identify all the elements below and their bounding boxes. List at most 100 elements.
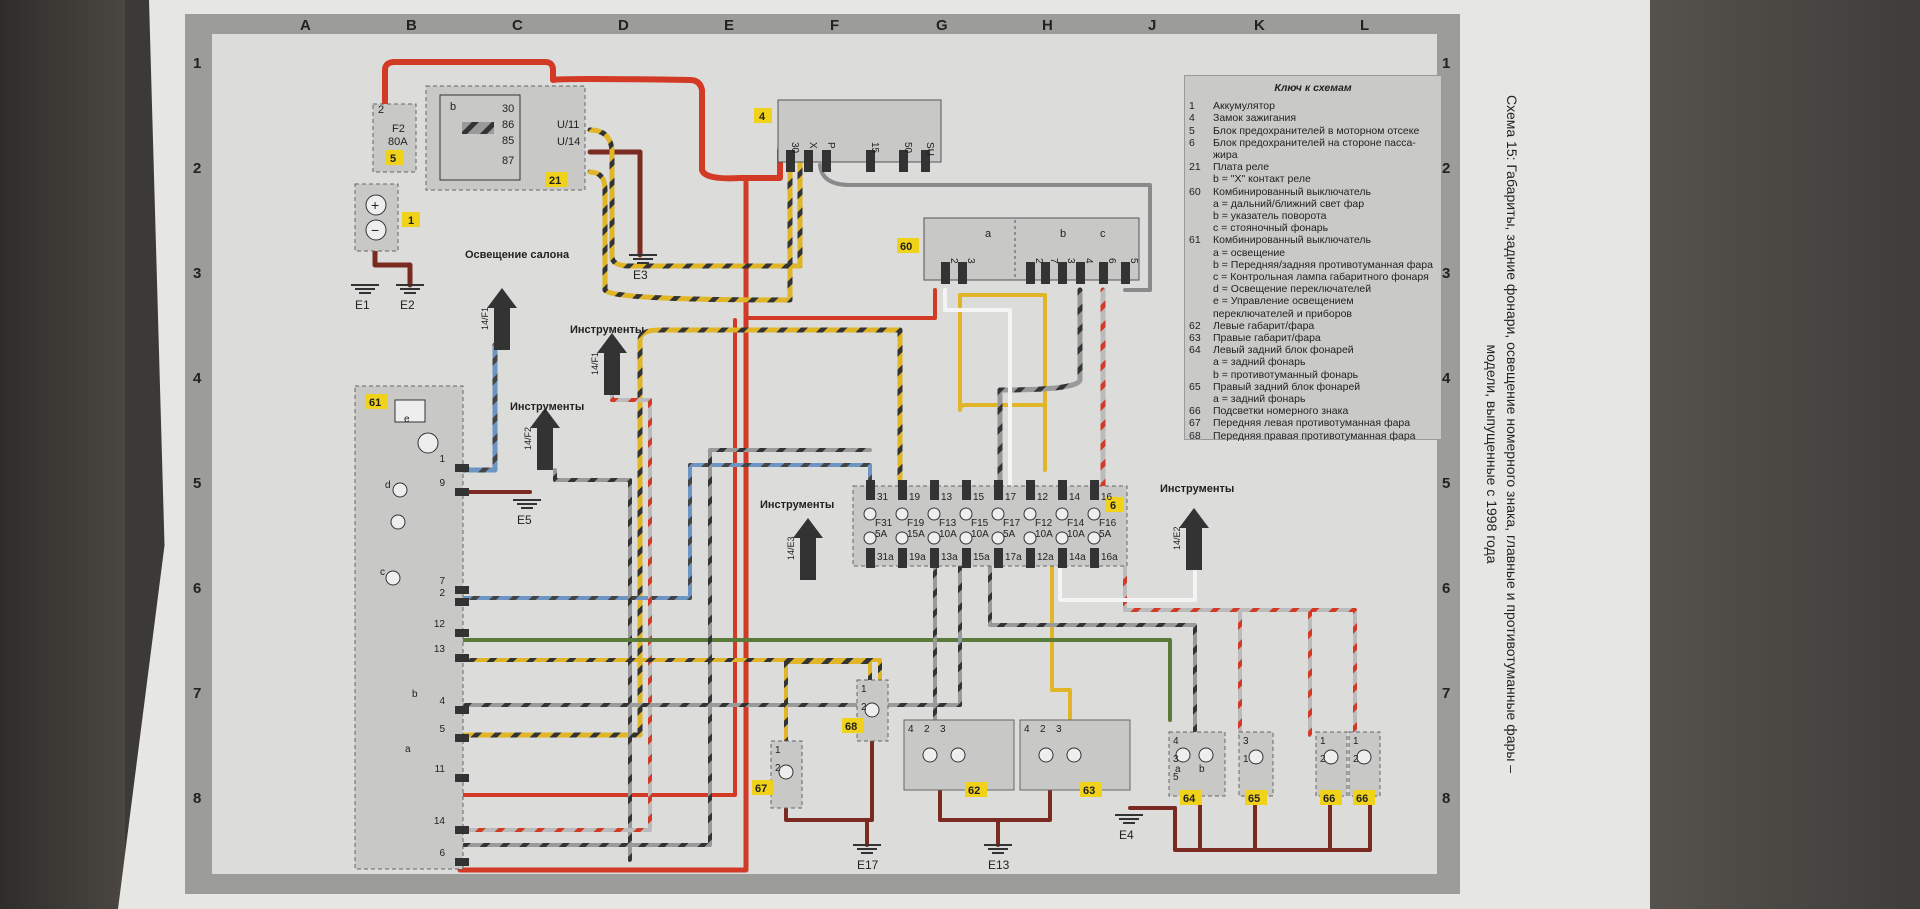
badge-label: 61 xyxy=(369,397,381,409)
badge xyxy=(1245,790,1267,805)
badge-label: 66 xyxy=(1356,793,1368,805)
fuse-name: F15 xyxy=(971,518,989,529)
legend-number: 67 xyxy=(1189,417,1201,430)
badge-label: 1 xyxy=(408,215,414,227)
pin-label: 3 xyxy=(965,258,976,264)
fuse-name: F16 xyxy=(1099,518,1117,529)
wire-brown-u14 xyxy=(587,149,643,258)
legend-text: b = указатель поворота xyxy=(1213,210,1327,223)
legend-number: 60 xyxy=(1189,185,1201,198)
grid-row-label: 7 xyxy=(1442,685,1450,702)
pin-label: 4 xyxy=(439,696,445,707)
contact-label: b xyxy=(1060,228,1066,240)
pin-label: 3 xyxy=(1065,258,1076,264)
pin-label: 3 xyxy=(1243,736,1249,747)
pin-label: 14 xyxy=(434,816,446,827)
badge-label: 5 xyxy=(390,153,396,165)
legend-text: Подсветки номерного знака xyxy=(1213,405,1349,418)
ground-e17: E17 xyxy=(853,844,881,872)
fuse-icon xyxy=(959,507,973,521)
pin-label: 2 xyxy=(439,588,445,599)
wire-brown-ground-rear xyxy=(1128,793,1372,852)
wire-yellow-black-2 xyxy=(587,167,793,303)
pin-label: 1 xyxy=(861,684,867,695)
wire-yellow-black-1 xyxy=(587,127,803,269)
bulb-icon xyxy=(1175,747,1191,763)
reference-code: 14/F2 xyxy=(523,427,533,450)
relay-board-21: b 30 86 85 87 U/11 U/14 21 xyxy=(425,85,586,191)
background-left xyxy=(0,0,125,909)
wire-red-main xyxy=(382,59,783,182)
pin-label: 85 xyxy=(502,135,514,147)
legend-text: c = Контрольная лампа габаритного фонаря xyxy=(1213,271,1429,284)
wire-blue-black-2 xyxy=(453,463,872,600)
pin-label: 2 xyxy=(1033,258,1044,264)
legend-item: b = противотуманный фонарь xyxy=(1189,369,1437,381)
legend-number: 66 xyxy=(1189,405,1201,418)
connector-pin xyxy=(1076,262,1085,284)
legend-text: Комбинированный выключатель xyxy=(1213,185,1371,198)
grid-column-label: L xyxy=(1360,17,1369,34)
battery-minus-icon xyxy=(365,219,387,241)
grid-column-label: H xyxy=(1042,17,1053,34)
fuse-terminal-label: 31a xyxy=(877,552,894,563)
connector-pin xyxy=(962,480,971,500)
title-line-1: Схема 15: Габариты, задние фонари, освещ… xyxy=(1504,95,1520,774)
connector-pin xyxy=(455,774,469,782)
badge xyxy=(754,108,772,123)
fuse-terminal-label: 13a xyxy=(941,552,958,563)
reference-label: Инструменты xyxy=(1160,483,1234,495)
bulb-icon xyxy=(1038,747,1054,763)
legend-text: a = дальний/ближний свет фар xyxy=(1213,197,1365,210)
grid-row-label: 8 xyxy=(193,790,201,807)
legend-text: b = Передняя/задняя противотуманная фара xyxy=(1213,258,1433,271)
fuse-rating: 10A xyxy=(939,529,957,540)
wire-red-61 xyxy=(453,318,737,797)
fuse-name: F14 xyxy=(1067,518,1085,529)
title-line-2: модели, выпущенные с 1998 года xyxy=(1484,344,1500,564)
reference-label: Инструменты xyxy=(760,499,834,511)
relay-coil-icon xyxy=(462,122,494,134)
wire-grey-black-rear xyxy=(988,564,1197,737)
badge xyxy=(1105,497,1123,512)
fuse-rating: 80A xyxy=(388,136,408,148)
fuse-terminal-label: 19a xyxy=(909,552,926,563)
pin-label: 2 xyxy=(1040,724,1046,735)
wire-red-grey-rear xyxy=(1123,564,1357,737)
badge-label: 65 xyxy=(1248,793,1260,805)
legend-item: 60 Комбинированный выключатель xyxy=(1189,186,1437,198)
ground-e3: E3 xyxy=(629,254,657,282)
wire-grey-black-f2 xyxy=(553,468,632,862)
grid-row-label: 5 xyxy=(1442,475,1450,492)
fuse-name: F13 xyxy=(939,518,957,529)
wire-red-feed xyxy=(457,175,749,873)
legend-item: b = "X" контакт реле xyxy=(1189,173,1437,185)
contact-label: b xyxy=(450,101,456,113)
wire-brown-e13 xyxy=(938,788,1052,847)
grid-row-label: 6 xyxy=(1442,580,1450,597)
connector-pin xyxy=(994,548,1003,568)
connector-pin xyxy=(822,150,831,172)
ground-e5: E5 xyxy=(513,499,541,527)
legend-title: Ключ к схемам xyxy=(1274,82,1352,94)
legend-item: c = стояночный фонарь xyxy=(1189,222,1437,234)
lamp-icon xyxy=(392,482,408,498)
pin-label: 9 xyxy=(439,478,445,489)
badge-label: 67 xyxy=(755,783,767,795)
badge xyxy=(1353,790,1375,805)
ground-e13: E13 xyxy=(984,844,1012,872)
pin-label: U/11 xyxy=(557,119,579,131)
grid-column-label: J xyxy=(1148,17,1156,34)
legend-text: Блок предохранителей в моторном отсеке xyxy=(1213,124,1420,137)
pin-label: 2 xyxy=(775,763,781,774)
fuse-rating: 10A xyxy=(1067,529,1085,540)
badge xyxy=(752,780,774,795)
